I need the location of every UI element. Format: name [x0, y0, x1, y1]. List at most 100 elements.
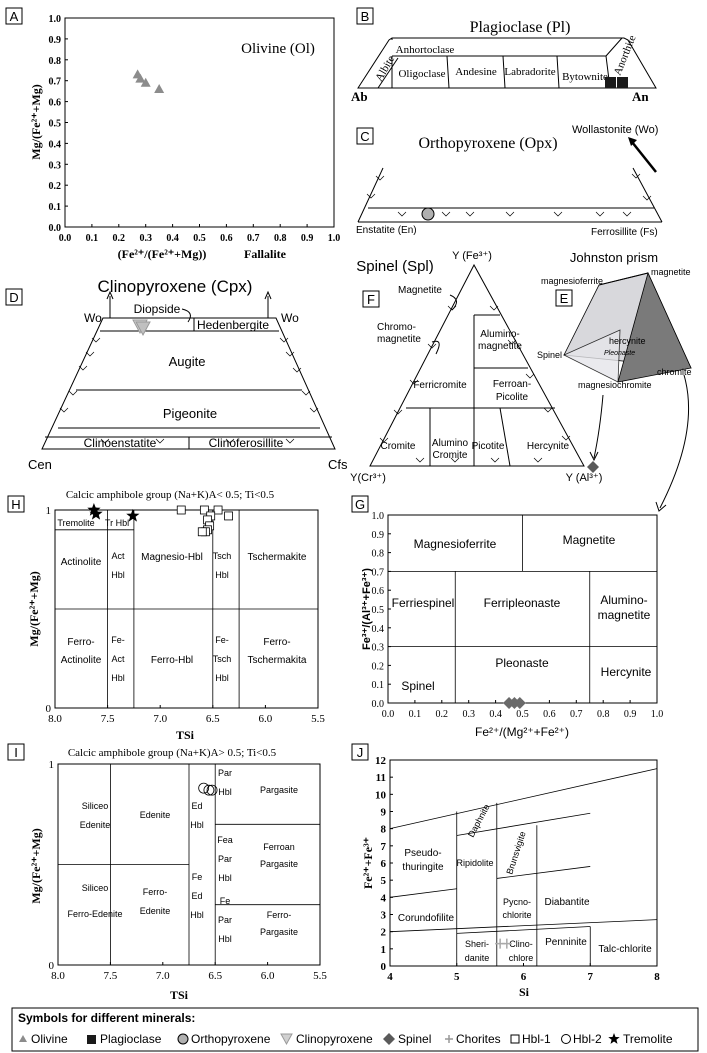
legend-title: Symbols for different minerals: [18, 1011, 195, 1025]
panel-j-field-daphnite: Daphnite [466, 802, 492, 839]
panel-f-ticks [379, 305, 571, 463]
panel-b-title: Plagioclase (Pl) [470, 19, 571, 36]
legend-tremolite-symbol [608, 1033, 620, 1044]
y-tick-label: 1 [381, 944, 387, 956]
legend-hbl2-symbol [561, 1034, 571, 1044]
direction-tick [78, 365, 88, 371]
y-tick-label: 0.8 [49, 56, 62, 67]
panel-h-points [87, 503, 233, 537]
panel-c: C Orthopyroxene (Opx) Wollastonite (Wo) … [356, 124, 663, 238]
y-tick-label: 0 [49, 960, 55, 972]
y-tick-label: 0 [46, 703, 52, 715]
legend-spinel-symbol [383, 1033, 395, 1045]
x-tick-label: 0.1 [409, 709, 422, 720]
panel-i-field-par: Par [218, 768, 232, 778]
panel-g-field-hercynite: Hercynite [601, 665, 652, 679]
y-tick-label: 6 [381, 858, 387, 870]
panel-c-en: Enstatite (En) [356, 225, 417, 236]
panel-f-field-picotite: Picotite [472, 441, 505, 452]
panel-i-field-ferro-edenite: Ferro-Edenite [67, 909, 122, 919]
y-tick-label: 0.5 [372, 605, 385, 616]
panel-g-field-alumino-magnetite: magnetite [598, 608, 651, 622]
panel-b: B Plagioclase (Pl) Albite Anhortoclase O… [351, 7, 657, 104]
panel-h-field-ferro-tschermakita: Tschermakita [248, 655, 307, 666]
y-tick-label: 0.3 [372, 643, 385, 654]
direction-tick [68, 390, 78, 396]
y-tick-label: 1.0 [372, 511, 385, 522]
panel-h-field-ferro-2: Ferro- [263, 637, 290, 648]
direction-tick [490, 457, 500, 463]
panel-f-field-alumino-2: Alumino [432, 438, 469, 449]
panel-j-ylabel: Fe²⁺+Fe³⁺ [361, 837, 375, 889]
direction-tick [489, 305, 499, 311]
legend-cpx-symbol [280, 1033, 293, 1046]
direction-tick [631, 173, 641, 179]
panel-f-field-cromite: Cromite [380, 441, 415, 452]
panel-d-wo-right: Wo [281, 311, 299, 325]
y-tick-label: 0 [381, 961, 387, 973]
panel-f-field-hercynite: Hercynite [527, 441, 570, 452]
direction-tick [622, 211, 632, 217]
panel-i-field-siliceo-edenite: Edenite [80, 820, 111, 830]
panel-e-magnesioferrite: magnesioferrite [541, 276, 603, 286]
panel-c-wollastonite: Wollastonite (Wo) [572, 124, 658, 136]
panel-b-ab: Ab [351, 89, 368, 104]
panel-b-an: An [632, 89, 649, 104]
direction-tick [543, 407, 553, 413]
panel-h-field-act-hbl: Hbl [111, 570, 125, 580]
panel-b-field-anorthite: Anorthite [612, 33, 639, 77]
panel-j-field-sheri-danite: danite [465, 953, 490, 963]
x-tick-label: 8 [654, 971, 660, 983]
panel-i-points [198, 782, 218, 796]
panel-j-field-pseudo: Pseudo- [404, 848, 441, 859]
panel-i-field-fe-par: Par [218, 915, 232, 925]
y-tick-label: 0.5 [49, 119, 62, 130]
direction-tick [91, 337, 101, 343]
panel-h-title: Calcic amphibole group (Na+K)A< 0.5; Ti<… [66, 489, 275, 501]
y-tick-label: 0.2 [49, 181, 62, 192]
y-tick-label: 4 [381, 892, 387, 904]
panel-g-letter: G [355, 497, 365, 512]
panel-i-field-fe: Fe [192, 872, 203, 882]
direction-tick [225, 438, 235, 444]
y-tick-label: 2 [381, 927, 387, 939]
panel-b-field-labradorite: Labradorite [504, 66, 555, 78]
panel-e-letter: E [560, 291, 569, 306]
panel-e-hercynite: hercynite [609, 336, 646, 346]
y-tick-label: 3 [381, 910, 387, 922]
panel-h-field-tsch-hbl: Hbl [215, 570, 229, 580]
x-tick-label: 1.0 [651, 709, 664, 720]
legend-olivine: Olivine [31, 1032, 68, 1046]
panel-f-field-alumino: Alumino- [480, 329, 519, 340]
direction-tick [155, 438, 165, 444]
panel-e-prism-face [617, 271, 692, 383]
panel-f-br-vertex: Y (Al³⁺) [566, 472, 603, 484]
panel-g-field-pleonaste: Pleonaste [495, 656, 549, 670]
field-boundary [456, 812, 591, 836]
panel-i-field-ferro: Ferro- [143, 887, 168, 897]
panel-f-field-chromo: Chromo- [377, 322, 416, 333]
y-tick-label: 7 [381, 841, 387, 853]
panel-h-field-ferro-hbl: Ferro-Hbl [151, 655, 193, 666]
panel-g-ylabel: Fe³⁺/(Al³⁺+Fe³⁺) [361, 568, 373, 650]
panel-h-field-tsch: Tsch [213, 551, 232, 561]
direction-tick [507, 339, 517, 345]
panel-i-field-fea-par: Par [218, 854, 232, 864]
direction-tick [533, 457, 543, 463]
y-tick-label: 5 [381, 875, 387, 887]
y-tick-label: 0.4 [49, 139, 62, 150]
legend-opx-symbol [177, 1033, 189, 1045]
panel-d-field-hedenbergite: Hedenbergite [197, 318, 269, 332]
panel-f-field-picolite: Picolite [496, 392, 529, 403]
panel-d-field-pigeonite: Pigeonite [163, 406, 217, 421]
panel-f-spinel-marker [587, 461, 599, 473]
panel-e: Johnston prism E magnesioferrite magneti… [537, 250, 692, 512]
legend-clinopyroxene: Clinopyroxene [296, 1032, 373, 1046]
x-tick-label: 6.5 [206, 713, 220, 725]
olivine-point [135, 73, 146, 83]
direction-tick [285, 351, 295, 357]
panel-f-field-chromo-magnetite: magnetite [377, 334, 421, 345]
